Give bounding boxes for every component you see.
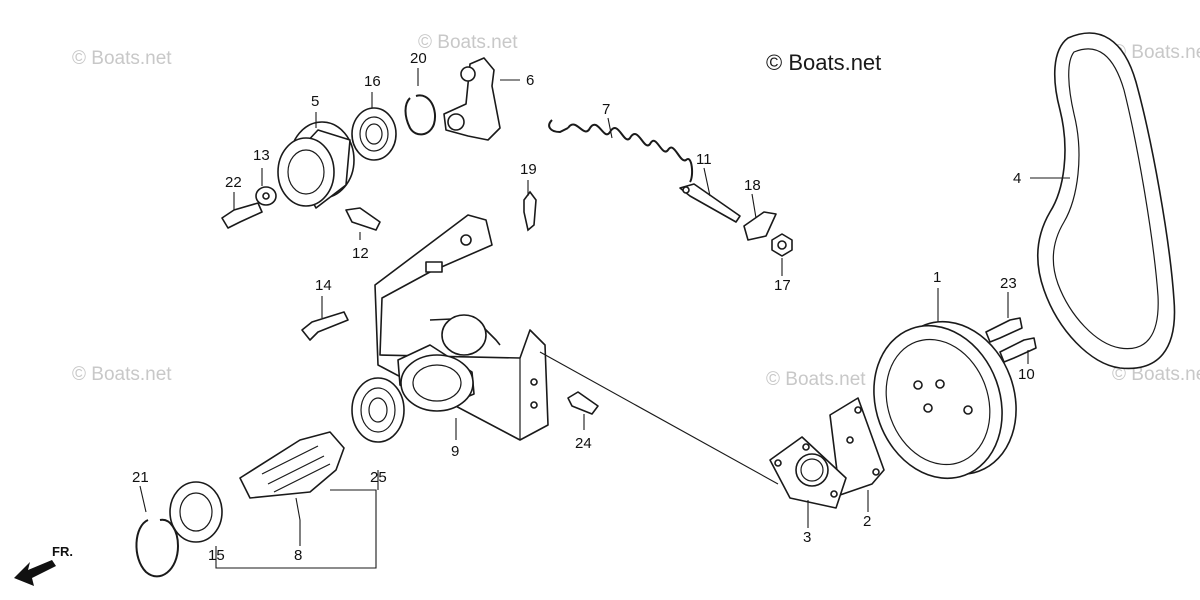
callout-11: 11 xyxy=(696,151,712,168)
callout-3: 3 xyxy=(803,529,811,546)
tension-arm xyxy=(443,57,501,141)
callout-8: 8 xyxy=(294,547,302,564)
watermark-mid-left: © Boats.net xyxy=(72,364,172,385)
callout-numbers: 1 2 3 4 5 6 7 8 9 10 11 12 13 14 15 16 1… xyxy=(132,50,1035,564)
washer xyxy=(255,186,277,206)
cotter-pin xyxy=(523,190,537,232)
callout-5: 5 xyxy=(311,93,319,110)
hub-flange xyxy=(769,436,847,509)
bearing-lower xyxy=(351,377,405,443)
bolt-24 xyxy=(567,391,599,415)
callout-4: 4 xyxy=(1013,170,1021,187)
circlip-upper xyxy=(404,94,436,136)
callout-10: 10 xyxy=(1018,366,1035,383)
callout-17: 17 xyxy=(774,277,791,294)
callout-15: 15 xyxy=(208,547,225,564)
callout-7: 7 xyxy=(602,101,610,118)
circlip-lower xyxy=(135,518,180,578)
callout-21: 21 xyxy=(132,469,149,486)
pivot-pin xyxy=(301,311,349,341)
callout-13: 13 xyxy=(253,147,270,164)
callout-14: 14 xyxy=(315,277,332,294)
callout-23: 23 xyxy=(1000,275,1017,292)
adjuster-rod xyxy=(679,183,741,223)
callout-9: 9 xyxy=(451,443,459,460)
callout-6: 6 xyxy=(526,72,534,89)
pulley xyxy=(873,320,1017,480)
callout-22: 22 xyxy=(225,174,242,191)
watermark-far-right: © Boats.net xyxy=(1112,364,1200,385)
watermark-top-center: © Boats.net xyxy=(418,32,518,53)
callout-19: 19 xyxy=(520,161,537,178)
tension-spring xyxy=(548,119,694,183)
watermark-top-right: © Boats.net xyxy=(1112,42,1200,63)
callout-16: 16 xyxy=(364,73,381,90)
watermarks: © Boats.net © Boats.net © Boats.net © Bo… xyxy=(72,32,1200,397)
roller xyxy=(277,121,355,209)
callout-12: 12 xyxy=(352,245,369,262)
callout-2: 2 xyxy=(863,513,871,530)
bearing-upper xyxy=(351,107,397,161)
clip-18 xyxy=(743,211,777,241)
drive-belt xyxy=(1036,32,1176,370)
bolt-12 xyxy=(345,207,381,231)
watermark-mid-right: © Boats.net xyxy=(766,369,866,390)
bearing-shaft xyxy=(169,481,223,543)
watermark-top-left: © Boats.net xyxy=(72,48,172,69)
callout-1: 1 xyxy=(933,269,941,286)
nut xyxy=(771,233,793,257)
splined-shaft xyxy=(239,431,345,499)
callout-20: 20 xyxy=(410,50,427,67)
leader-lines xyxy=(139,68,1070,569)
tensioner-bracket xyxy=(374,214,549,441)
watermark-main: © Boats.net xyxy=(766,50,881,75)
callout-24: 24 xyxy=(575,435,592,452)
bolt-10 xyxy=(999,337,1037,363)
mounting-plate xyxy=(829,397,885,496)
direction-arrow: FR. xyxy=(14,544,73,586)
callout-25: 25 xyxy=(370,469,387,486)
bolt-22 xyxy=(221,202,263,229)
callout-18: 18 xyxy=(744,177,761,194)
bolt-23 xyxy=(985,317,1023,343)
direction-label: FR. xyxy=(52,544,73,559)
